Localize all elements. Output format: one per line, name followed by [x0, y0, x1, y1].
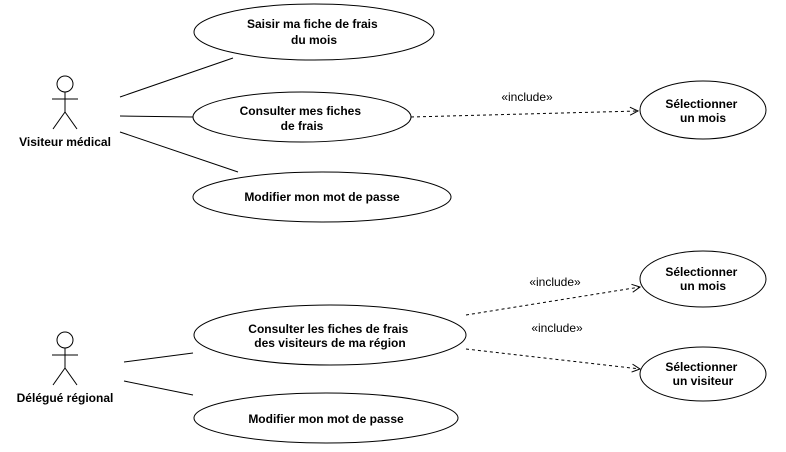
association-line — [119, 115, 194, 118]
actor-visiteur-medical: Visiteur médical — [19, 75, 111, 149]
use-case-modifier-mot-de-passe[interactable] — [192, 171, 452, 223]
use-case-label: Sélectionner un visiteur — [665, 360, 740, 388]
use-case-label: Consulter mes fiches de frais — [240, 104, 365, 133]
use-case-selectionner-mois[interactable] — [639, 80, 767, 140]
use-case-consulter-fiches[interactable] — [192, 91, 412, 143]
include-label: «include» — [501, 90, 553, 104]
association-line — [119, 57, 234, 98]
association-line — [123, 352, 194, 363]
include-arrow — [465, 287, 640, 316]
stick-figure-icon — [52, 331, 78, 386]
association-line — [119, 131, 239, 173]
use-case-consulter-fiches-region[interactable] — [193, 304, 467, 366]
include-label: «include» — [531, 321, 583, 335]
use-case-label: Modifier mon mot de passe — [248, 412, 404, 426]
use-case-selectionner-visiteur[interactable] — [639, 346, 767, 402]
use-case-label: Modifier mon mot de passe — [244, 190, 400, 204]
use-case-saisir-fiche[interactable] — [193, 3, 435, 61]
actor-delegue-regional: Délégué régional — [17, 331, 114, 405]
include-label: «include» — [529, 275, 581, 289]
use-case-label: Saisir ma fiche de frais du mois — [247, 17, 381, 47]
include-arrow — [465, 348, 640, 369]
actor-label-visiteur: Visiteur médical — [19, 135, 111, 149]
include-arrow — [410, 111, 638, 118]
actor-label-delegue: Délégué régional — [17, 391, 114, 405]
association-line — [123, 380, 194, 396]
use-case-label: Sélectionner un mois — [665, 97, 740, 125]
stick-figure-icon — [52, 75, 78, 130]
use-case-selectionner-mois-delegue[interactable] — [639, 250, 767, 308]
use-case-modifier-mot-de-passe-delegue[interactable] — [193, 392, 459, 444]
use-case-label: Consulter les fiches de frais des visite… — [248, 322, 411, 350]
use-case-label: Sélectionner un mois — [665, 265, 740, 293]
